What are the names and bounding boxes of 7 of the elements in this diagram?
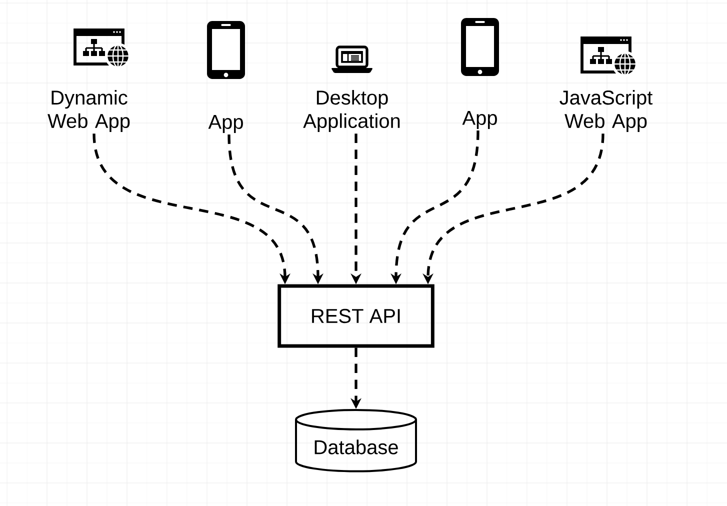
api-box: REST API <box>278 284 434 348</box>
app-label: Desktop Application <box>303 90 400 132</box>
app-label: App <box>208 115 243 133</box>
app-label: Dynamic Web App <box>48 90 130 132</box>
app-label: JavaScript Web App <box>560 90 653 132</box>
app-label: App <box>462 111 497 129</box>
database-cylinder: Database <box>295 408 417 472</box>
